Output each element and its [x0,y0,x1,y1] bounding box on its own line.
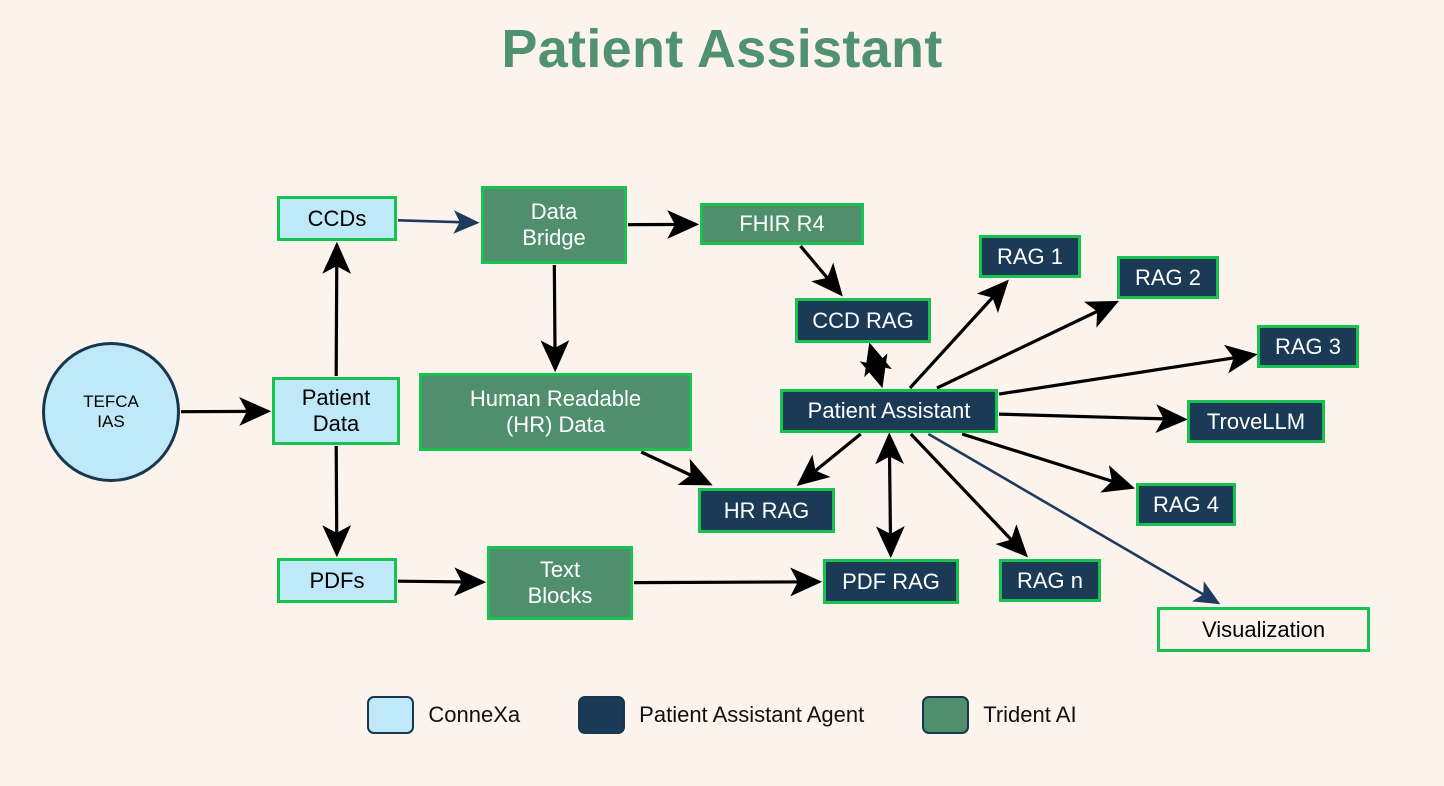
legend-swatch-trident [922,696,970,734]
node-label: RAG 1 [996,243,1064,269]
node-hrrag[interactable]: HR RAG [698,488,835,533]
edge-rag3-to-pa [998,344,1258,396]
node-label-line2: Blocks [527,583,593,608]
node-ragn[interactable]: RAG n [999,559,1101,602]
edge-pa-to-rag4 [961,432,1136,493]
node-label: RAG 2 [1134,264,1202,290]
edge-trove-to-pa [998,404,1188,434]
legend-item-connexa: ConneXa [367,696,520,734]
node-label: FHIR R4 [739,211,825,237]
legend-item-agent: Patient Assistant Agent [578,696,864,734]
node-label: Patient [301,385,371,411]
legend-label-connexa: ConneXa [428,702,521,727]
edge-fhir-to-ccdrag [799,244,843,297]
node-ccdrag[interactable]: CCD RAG [795,298,931,343]
node-label: TEFCA [83,392,139,412]
node-label: CCD RAG [812,307,914,333]
node-viz[interactable]: Visualization [1157,607,1370,652]
node-trove[interactable]: TroveLLM [1187,400,1325,443]
node-label: CCDs [307,205,367,231]
edge-ccds-to-bridge [397,210,480,234]
legend-item-trident: Trident AI [922,696,1077,734]
node-label: PDFs [309,567,365,593]
node-label-line2: Bridge [522,225,586,250]
node-label: Human Readable [469,386,642,412]
edge-ccdrag-to-pa [859,342,892,389]
node-rag2[interactable]: RAG 2 [1117,256,1219,299]
edge-hrdata-to-hrrag [640,450,713,486]
node-pdfs[interactable]: PDFs [277,558,397,603]
node-label: Text [539,557,581,583]
node-rag4[interactable]: RAG 4 [1136,483,1236,526]
node-label: Patient Assistant [807,398,971,424]
node-label: RAG 3 [1274,333,1342,359]
legend: ConneXa Patient Assistant Agent Trident AI [0,696,1444,734]
node-ccds[interactable]: CCDs [277,196,397,241]
edge-pdata-to-ccds [322,241,352,377]
node-label-line2: (HR) Data [505,412,605,437]
node-label: TroveLLM [1206,408,1306,434]
edge-pa-to-ragn [909,432,1028,558]
edge-bridge-to-hrdata [540,264,570,373]
node-label-line2: Data [312,411,360,436]
edge-rag2-to-pa [936,300,1120,390]
node-label: PDF RAG [842,568,940,594]
node-label: Visualization [1201,616,1326,642]
legend-label-trident: Trident AI [983,702,1077,727]
edge-text-to-pdfrag [633,567,823,597]
page-title: Patient Assistant [501,19,943,79]
node-label: HR RAG [723,497,810,523]
edge-pa-to-pdfrag [875,432,905,559]
node-hrdata[interactable]: Human Readable(HR) Data [419,373,692,451]
edge-pdata-to-pdfs [322,445,352,558]
node-label: Data [530,199,578,225]
node-label: RAG 4 [1152,491,1220,517]
node-label: RAG n [1016,567,1084,593]
node-fhir[interactable]: FHIR R4 [700,203,864,245]
node-rag3[interactable]: RAG 3 [1257,325,1359,368]
node-pdfrag[interactable]: PDF RAG [823,559,959,604]
legend-swatch-agent [578,696,626,734]
node-rag1[interactable]: RAG 1 [979,235,1081,278]
node-label-line2: IAS [97,412,125,431]
legend-swatch-connexa [367,696,415,734]
edge-pdfs-to-text [397,567,487,597]
node-pa[interactable]: Patient Assistant [780,389,998,433]
edge-pa-to-hrrag [796,432,862,487]
legend-label-agent: Patient Assistant Agent [639,702,865,727]
